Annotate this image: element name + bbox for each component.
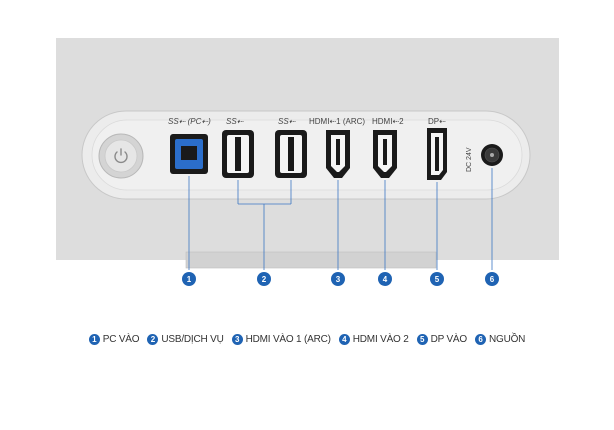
legend-item-hdmi-2: 4 HDMI VÀO 2 <box>338 333 409 345</box>
svg-text:6: 6 <box>490 275 495 284</box>
power-icon <box>114 148 128 164</box>
legend-number: 1 <box>88 333 100 345</box>
usb-b-port <box>170 134 208 174</box>
hdmi-2-port <box>373 130 397 178</box>
stand-strip <box>185 251 437 269</box>
callout-lines <box>188 168 493 270</box>
callout-5: 5 <box>430 272 444 286</box>
legend-number: 5 <box>416 333 428 345</box>
label-dc-24v: DC 24V <box>466 147 473 172</box>
usb-a-port-2 <box>275 130 307 178</box>
callout-4: 4 <box>378 272 392 286</box>
label-usb-a-1: SS⇠ <box>226 117 244 126</box>
legend-item-pc-in: 1 PC VÀO <box>88 333 140 345</box>
power-button[interactable] <box>98 133 144 179</box>
legend-number: 4 <box>338 333 350 345</box>
legend-label: DP VÀO <box>430 333 468 345</box>
callout-6: 6 <box>485 272 499 286</box>
legend-item-power: 6 NGUỒN <box>474 333 526 345</box>
label-hdmi-1: HDMI⇠1 (ARC) <box>309 117 365 126</box>
callout-3: 3 <box>331 272 345 286</box>
legend-item-hdmi-1: 3 HDMI VÀO 1 (ARC) <box>231 333 331 345</box>
svg-text:4: 4 <box>383 275 388 284</box>
usb-a-port-1 <box>222 130 254 178</box>
legend-number: 2 <box>147 333 159 345</box>
label-usb-b: SS⇠ (PC⇠) <box>168 117 211 126</box>
svg-text:1: 1 <box>187 275 192 284</box>
legend-label: HDMI VÀO 1 (ARC) <box>245 333 331 345</box>
legend-label: HDMI VÀO 2 <box>352 333 409 345</box>
displayport-port <box>427 128 447 180</box>
callout-2: 2 <box>257 272 271 286</box>
label-dp: DP⇠ <box>428 117 446 126</box>
label-hdmi-2: HDMI⇠2 <box>372 117 404 126</box>
callout-1: 1 <box>182 272 196 286</box>
svg-text:2: 2 <box>262 275 267 284</box>
legend: 1 PC VÀO 2 USB/DỊCH VỤ 3 HDMI VÀO 1 (ARC… <box>0 328 614 350</box>
svg-text:3: 3 <box>336 275 341 284</box>
svg-text:5: 5 <box>435 275 440 284</box>
legend-label: PC VÀO <box>102 333 140 345</box>
legend-number: 3 <box>231 333 243 345</box>
legend-item-usb-service: 2 USB/DỊCH VỤ <box>147 333 224 345</box>
legend-label: USB/DỊCH VỤ <box>161 333 224 345</box>
legend-number: 6 <box>474 333 486 345</box>
dc-power-jack <box>481 144 503 166</box>
legend-label: NGUỒN <box>488 333 526 345</box>
legend-item-dp-in: 5 DP VÀO <box>416 333 468 345</box>
hdmi-1-port <box>326 130 350 178</box>
label-usb-a-2: SS⇠ <box>278 117 296 126</box>
